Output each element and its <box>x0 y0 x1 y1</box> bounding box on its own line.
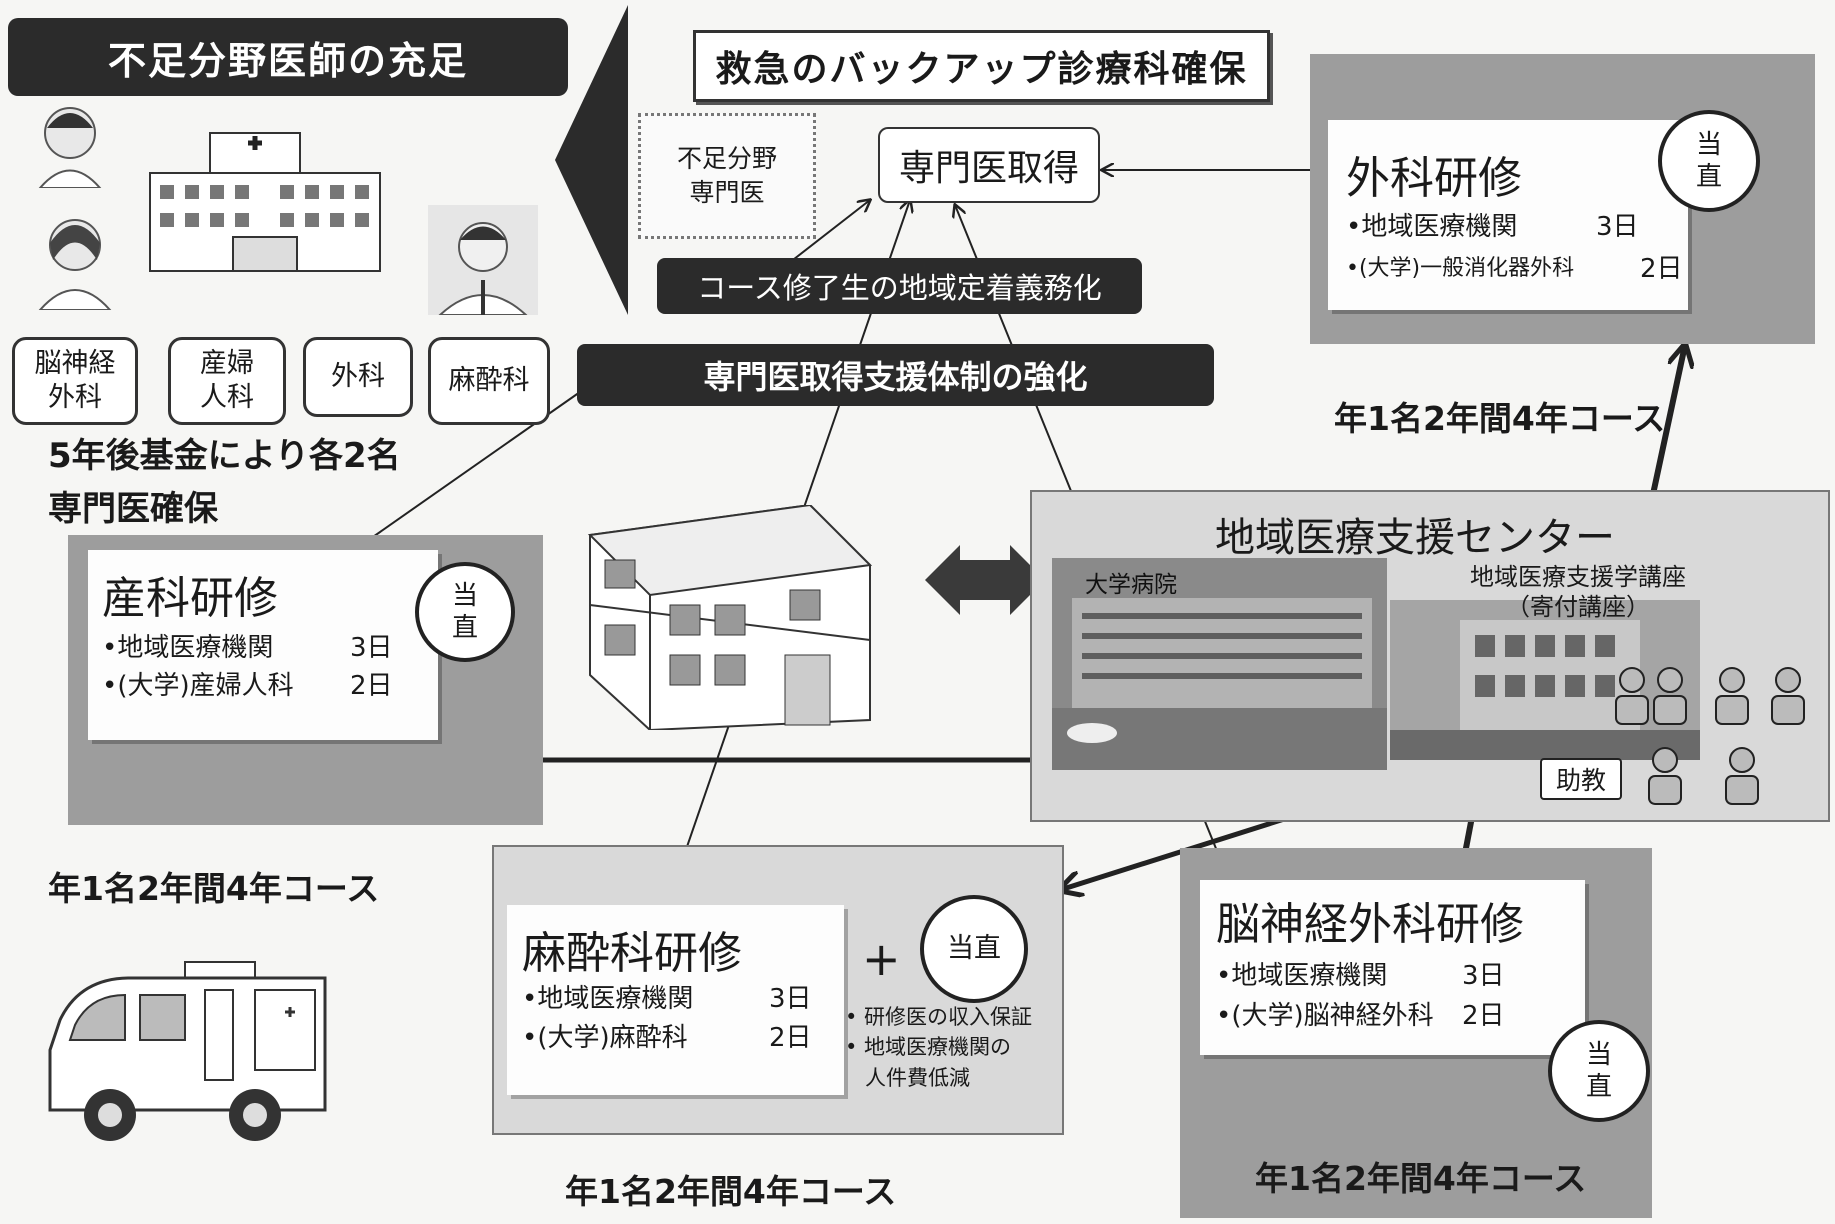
night-duty-badge: 当直 <box>920 895 1028 1003</box>
person-silhouette-icon <box>1612 665 1652 727</box>
anesthesia-training-card: 麻酔科研修 •地域医療機関 3日 •(大学)麻酔科 2日 <box>507 905 844 1095</box>
double-arrow <box>925 545 1045 615</box>
flow-triangle <box>555 5 628 315</box>
training-row-days: 2日 <box>350 671 393 701</box>
surgery-training-card: 外科研修 •地域医療機関 3日 •(大学)一般消化器外科 2日 <box>1328 120 1688 310</box>
training-row-days: 2日 <box>769 1023 812 1053</box>
course-obligation-bar: コース修了生の地域定着義務化 <box>657 258 1142 314</box>
night-duty-badge: 当 直 <box>1658 110 1760 212</box>
training-row-days: 3日 <box>769 984 812 1014</box>
endowed-chair-label: 地域医療支援学講座 （寄付講座） <box>1470 563 1686 621</box>
center-title: 地域医療支援センター <box>1215 515 1615 561</box>
fund-note: 5年後基金により各2名 専門医確保 <box>48 436 401 529</box>
dept-neurosurgery: 脳神経 外科 <box>12 337 138 425</box>
person-silhouette-icon <box>1650 665 1690 727</box>
doctor-avatar-icon <box>428 205 538 316</box>
training-row-label: •地域医療機関 <box>1346 212 1518 242</box>
neurosurgery-training-card: 脳神経外科研修 •地域医療機関 3日 •(大学)脳神経外科 2日 <box>1200 880 1585 1055</box>
course-label: 年1名2年間4年コース <box>48 869 380 908</box>
dept-surgery: 外科 <box>303 337 413 417</box>
university-hospital-photo <box>1052 558 1387 770</box>
training-row-label: •(大学)脳神経外科 <box>1216 1001 1434 1031</box>
dept-obgyn: 産婦 人科 <box>168 337 286 425</box>
training-row-days: 3日 <box>1596 212 1639 242</box>
course-label: 年1名2年間4年コース <box>1255 1159 1587 1198</box>
endowed-chair-photo <box>1390 600 1700 760</box>
training-row-label: •地域医療機関 <box>102 633 274 663</box>
training-row-days: 2日 <box>1640 254 1683 284</box>
training-row-label: •地域医療機関 <box>522 984 694 1014</box>
training-row-days: 3日 <box>350 633 393 663</box>
person-silhouette-icon <box>1712 665 1752 727</box>
person-silhouette-icon <box>1645 745 1685 807</box>
neurosurgery-training-title: 脳神経外科研修 <box>1216 899 1524 950</box>
training-row-label: •(大学)一般消化器外科 <box>1346 256 1575 281</box>
shortage-fill-title: 不足分野医師の充足 <box>8 18 568 96</box>
person-silhouette-icon <box>1768 665 1808 727</box>
clinic-building-icon <box>580 503 880 732</box>
training-row-label: •地域医療機関 <box>1216 961 1388 991</box>
doctor-avatar-icon <box>35 98 105 189</box>
obstetrics-training-title: 産科研修 <box>102 573 278 624</box>
assistant-professor-label: 助教 <box>1540 758 1622 800</box>
night-duty-badge: 当 直 <box>1548 1020 1650 1122</box>
shortage-specialist-box: 不足分野 専門医 <box>638 113 816 239</box>
specialist-acquired-box: 専門医取得 <box>878 127 1100 203</box>
support-system-bar: 専門医取得支援体制の強化 <box>577 344 1214 406</box>
surgery-training-title: 外科研修 <box>1346 153 1522 204</box>
training-row-label: •(大学)麻酔科 <box>522 1023 688 1053</box>
dept-anesthesia: 麻酔科 <box>428 337 550 425</box>
page-title: 救急のバックアップ診療科確保 <box>693 30 1270 102</box>
training-row-label: •(大学)産婦人科 <box>102 671 294 701</box>
course-label: 年1名2年間4年コース <box>565 1172 897 1211</box>
training-row-days: 2日 <box>1462 1001 1505 1031</box>
person-silhouette-icon <box>1722 745 1762 807</box>
obstetrics-training-card: 産科研修 •地域医療機関 3日 •(大学)産婦人科 2日 <box>88 550 438 740</box>
plus-sign: + <box>862 932 901 986</box>
training-row-days: 3日 <box>1462 961 1505 991</box>
hospital-photo-label: 大学病院 <box>1085 572 1177 598</box>
ambulance-icon <box>40 950 340 1150</box>
course-label: 年1名2年間4年コース <box>1334 399 1666 438</box>
benefit-notes: • 研修医の収入保証 • 地域医療機関の 人件費低減 <box>845 1005 1033 1090</box>
night-duty-badge: 当 直 <box>415 562 515 662</box>
anesthesia-training-title: 麻酔科研修 <box>522 928 742 979</box>
hospital-building-icon <box>145 125 385 275</box>
doctor-avatar-icon <box>35 205 115 311</box>
